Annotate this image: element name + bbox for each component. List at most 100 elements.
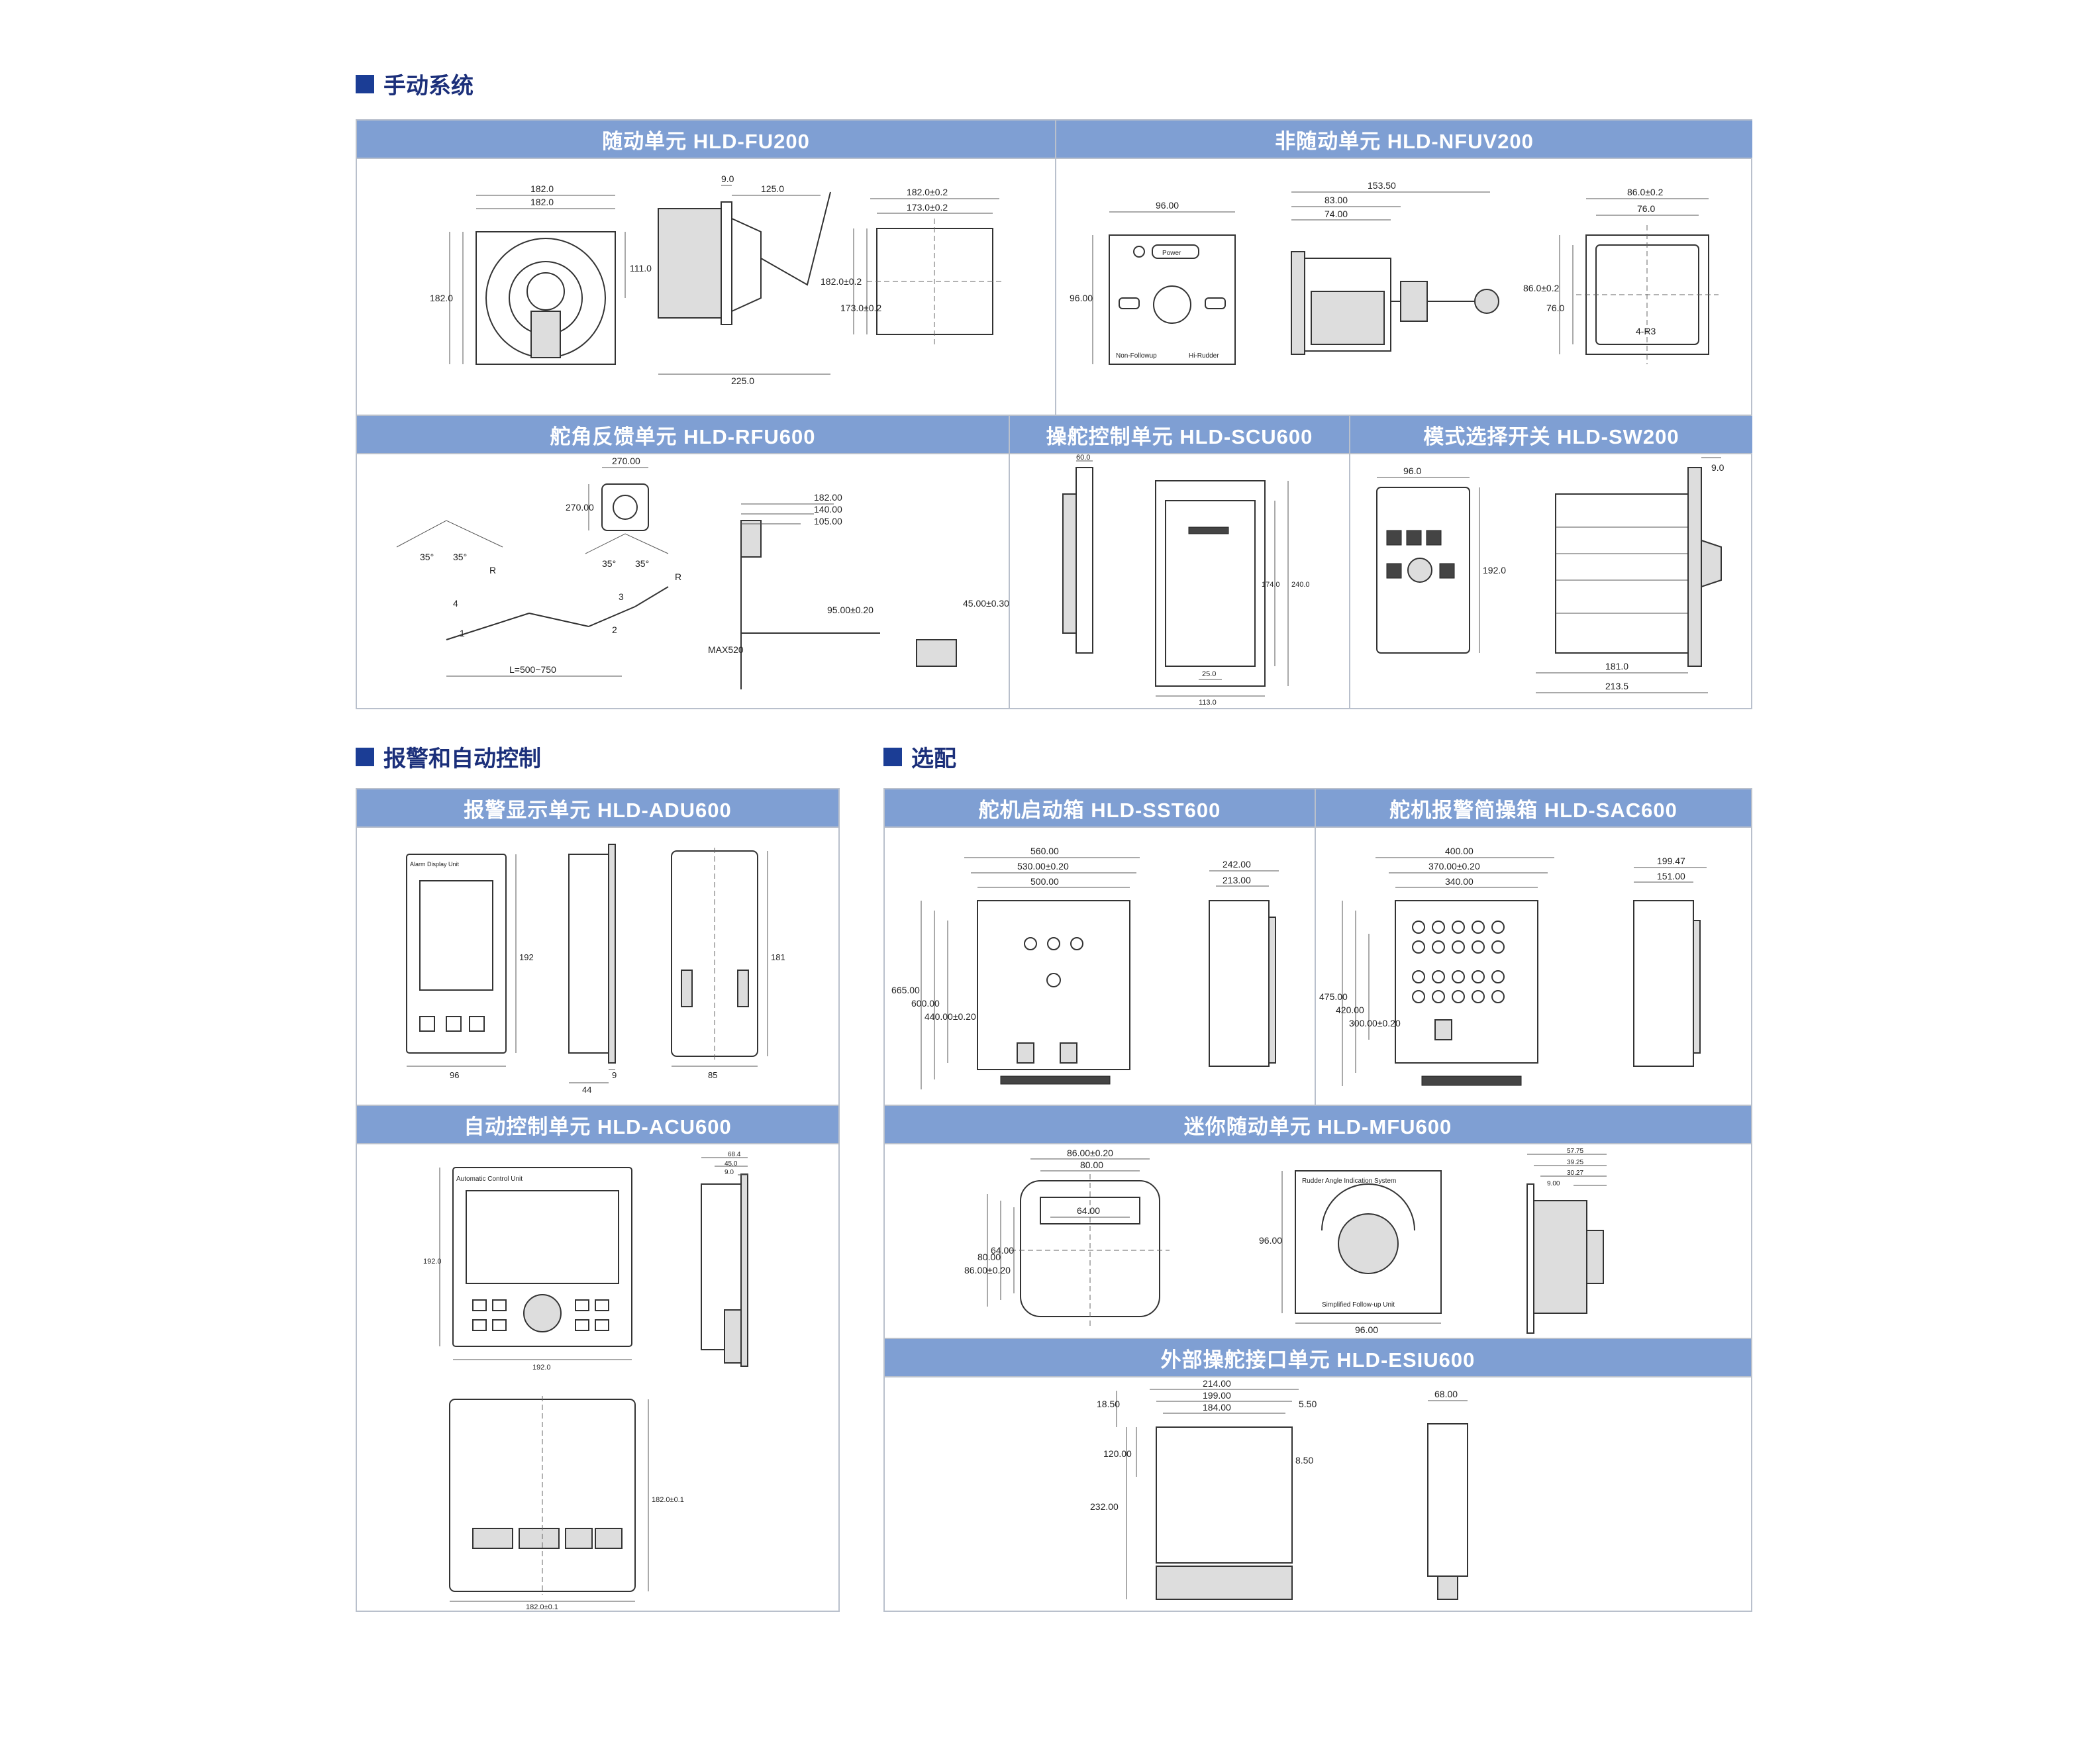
separator [1315,789,1316,1105]
dim-text: 60.0 [1076,454,1090,462]
dim-text: 9.00 [1547,1180,1560,1187]
dim-text: 232.00 [1090,1501,1119,1512]
dim-text: 182.0±0.2 [821,276,862,287]
dim-text: 140.00 [814,504,842,515]
dim-text: 30.27 [1567,1170,1583,1177]
dim-text: 5.50 [1299,1399,1317,1409]
dim-text: 600.00 [911,998,940,1009]
dim-text: 80.00 [977,1252,1001,1262]
unit-header: 舵机启动箱 HLD-SST600 [885,789,1315,828]
indicator-grid [1412,921,1505,1003]
section-title-text: 手动系统 [383,74,474,99]
section-title-alarm: 报警和自动控制 [356,740,541,773]
panel-label: Rudder Angle Indication System [1302,1177,1396,1185]
dim-text: 35° [420,552,434,562]
dim-text: 86.0±0.2 [1627,187,1664,197]
dim-text: 184.00 [1203,1402,1231,1413]
dim-text: 182.0 [530,197,554,207]
section-marker [356,747,374,766]
separator [357,415,1751,416]
unit-header: 自动控制单元 HLD-ACU600 [357,1106,838,1144]
separator [885,1338,1751,1339]
dim-text: 192.0 [423,1258,442,1266]
unit-rfu600: 舵角反馈单元 HLD-RFU600 270.00 270.00 35° 35° … [357,416,1009,708]
section-title-text: 报警和自动控制 [383,746,541,772]
dim-text: 560.00 [1030,846,1059,856]
dim-text: 182.0±0.1 [652,1496,684,1504]
drawing-fu200: 182.0 182.0 182.0 111.0 9.0 125.0 225.0 [357,159,1055,415]
drawing-mfu600: 86.00±0.20 80.00 64.00 86.00±0.20 80.00 … [885,1144,1751,1338]
dim-text: 182.0 [530,183,554,194]
dim-text: 9 [612,1070,617,1080]
dim-text: R [675,572,681,582]
panel-label: Simplified Follow-up Unit [1322,1301,1395,1309]
unit-header: 迷你随动单元 HLD-MFU600 [885,1106,1751,1144]
dim-text: 181.0 [1605,661,1628,672]
dim-text: 199.47 [1657,856,1685,866]
dim-text: 1 [460,628,465,638]
unit-adu600: 报警显示单元 HLD-ADU600 Alarm Display Unit 192… [357,789,838,1105]
panel-label: Non-Followup [1116,352,1157,360]
dim-text: 270.00 [566,502,594,513]
dim-text: MAX520 [708,644,744,655]
section-title-text: 选配 [911,746,956,772]
dim-text: 113.0 [1199,699,1217,707]
dim-text: 400.00 [1445,846,1474,856]
dim-text: 125.0 [761,183,784,194]
dim-text: 120.00 [1103,1448,1132,1459]
unit-fu200: 随动单元 HLD-FU200 182.0 182.0 182.0 111.0 [357,121,1055,415]
drawing-nfuv200: Power Non-Followup Hi-Rudder 96.00 96.00 [1056,159,1752,415]
dim-text: 96.00 [1070,293,1093,303]
panel-label: Power [1162,250,1181,257]
dim-text: 225.0 [731,375,754,386]
unit-sw200: 模式选择开关 HLD-SW200 96.0 192.0 [1350,416,1752,708]
panel-label: Hi-Rudder [1189,352,1219,360]
dim-text: 25.0 [1202,670,1216,678]
dim-text: 64.00 [991,1245,1014,1256]
dim-text: 240.0 [1291,581,1310,589]
separator [357,1105,838,1106]
unit-header: 非随动单元 HLD-NFUV200 [1056,121,1752,159]
unit-acu600: 自动控制单元 HLD-ACU600 Automatic Control Unit… [357,1106,838,1611]
unit-mfu600: 迷你随动单元 HLD-MFU600 86.00±0.20 80.00 64.00… [885,1106,1751,1338]
dim-text: 105.00 [814,516,842,526]
unit-sst600: 舵机启动箱 HLD-SST600 560.00 530.00±0.20 5 [885,789,1315,1105]
dim-text: 96.00 [1259,1235,1282,1246]
dim-text: 182.0±0.1 [526,1603,558,1611]
dim-text: 420.00 [1336,1005,1364,1015]
dim-text: 173.0±0.2 [840,303,881,313]
dim-text: 181 [771,952,785,962]
dim-text: 199.00 [1203,1390,1231,1401]
dim-text: L=500~750 [509,664,556,675]
unit-esiu600: 外部操舵接口单元 HLD-ESIU600 214.00 199.00 184.0… [885,1339,1751,1611]
dim-text: 86.0±0.2 [1523,283,1560,293]
separator [885,1105,1751,1106]
unit-scu600: 操舵控制单元 HLD-SCU600 60.0 174.0 240.0 25.0 … [1010,416,1349,708]
dim-text: 370.00±0.20 [1428,861,1480,872]
dim-text: 96 [450,1070,459,1080]
dim-text: 9.0 [725,1169,734,1176]
drawing-esiu600: 214.00 199.00 184.00 5.50 18.50 120.00 2… [885,1377,1751,1611]
dim-text: 192.0 [532,1364,551,1372]
dim-text: 111.0 [630,263,652,274]
panel-label: Alarm Display Unit [410,861,460,868]
dim-text: 45.0 [725,1160,738,1168]
panel-label: Automatic Control Unit [456,1175,523,1183]
dim-text: 64.00 [1077,1205,1100,1216]
dim-text: 35° [635,558,649,569]
dim-text: 213.5 [1605,681,1628,691]
dim-text: 3 [619,591,624,602]
drawing-sst600: 560.00 530.00±0.20 500.00 665.00 600.00 … [885,828,1315,1105]
dim-text: 182.0±0.2 [907,187,948,197]
dim-text: 96.00 [1156,200,1179,211]
separator [1349,416,1350,708]
dim-text: 35° [453,552,467,562]
unit-header: 报警显示单元 HLD-ADU600 [357,789,838,828]
dim-text: 35° [602,558,616,569]
dim-text: 182.00 [814,492,842,503]
dim-text: 95.00±0.20 [827,605,874,615]
dim-text: 68.00 [1434,1389,1458,1399]
drawing-scu600: 60.0 174.0 240.0 25.0 113.0 [1010,454,1349,708]
dim-text: 9.0 [721,174,734,184]
dim-text: 76.0 [1546,303,1564,313]
